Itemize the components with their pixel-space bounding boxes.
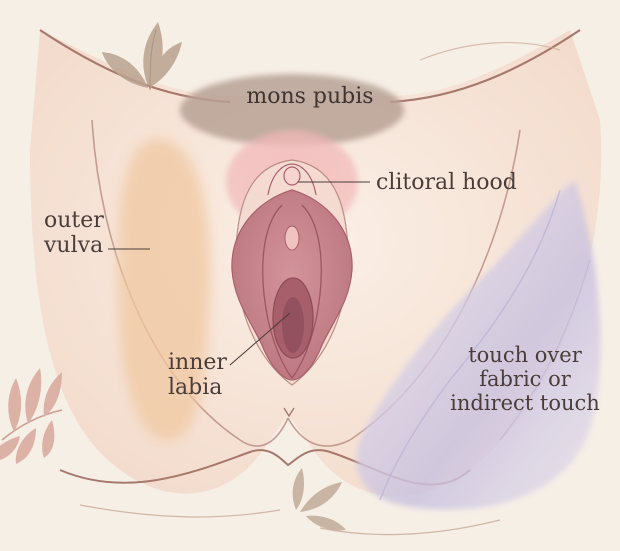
label-clitoral-hood: clitoral hood [376, 170, 517, 195]
fabric-fold-line-2 [499, 259, 591, 441]
mons-pubis-region [180, 74, 404, 146]
hood-outline [267, 163, 317, 196]
label-mons-pubis: mons pubis [246, 84, 374, 109]
outer-vulva-region [117, 139, 211, 441]
label-outer-vulva: outer vulva [44, 208, 104, 259]
leaf-branch-left-icon [0, 368, 63, 464]
swirl-line-bottom-right [319, 519, 501, 536]
leaf-sprig-bottom-icon [292, 468, 346, 531]
inner-labia-fold-right [291, 204, 322, 379]
urethral-detail [284, 225, 300, 251]
clitoris-glans [283, 166, 301, 186]
leaf-sprig-top-icon [102, 22, 182, 91]
fabric-fold-line [379, 189, 561, 501]
inner-labia-fold-left [262, 204, 293, 379]
leader-inner-labia [229, 312, 291, 366]
label-touch-note: touch over fabric or indirect touch [450, 343, 600, 416]
swirl-line-top-right [419, 41, 561, 61]
label-inner-labia: inner labia [168, 350, 227, 401]
perineum-mark [283, 407, 295, 418]
right-hip-line [389, 29, 581, 104]
swirl-line-bottom-left [79, 504, 281, 518]
vaginal-opening-inner [282, 297, 304, 353]
